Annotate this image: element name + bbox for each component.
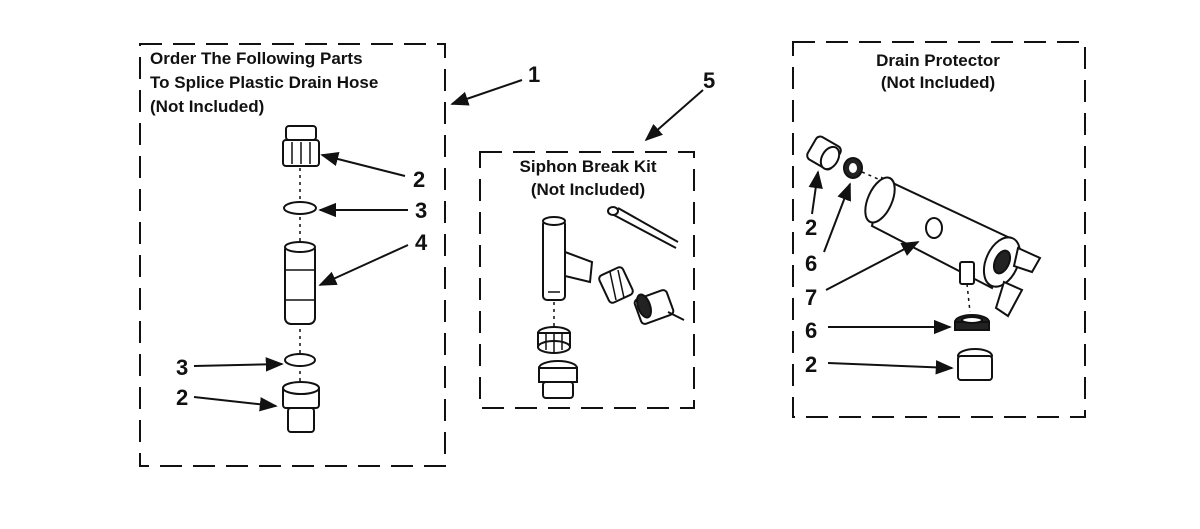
siphon-nut-bottom bbox=[537, 326, 571, 354]
siphon-title-line-1: Siphon Break Kit bbox=[520, 157, 657, 176]
callout-1-arrow bbox=[450, 79, 523, 106]
siphon-nut-right bbox=[598, 266, 634, 304]
splice-fitting-top bbox=[282, 125, 320, 167]
drain-leader-2-top bbox=[808, 170, 823, 215]
splice-leader-2-bottom bbox=[193, 396, 278, 412]
siphon-pin bbox=[607, 206, 679, 249]
callout-5: 5 bbox=[703, 68, 715, 93]
drain-label-6-top: 6 bbox=[805, 251, 817, 276]
splice-leader-4 bbox=[318, 244, 409, 286]
splice-title-line-1: Order The Following Parts bbox=[150, 49, 363, 68]
drain-washer-bottom bbox=[954, 314, 990, 331]
splice-kit-box bbox=[139, 43, 446, 467]
siphon-kit-box bbox=[479, 151, 695, 409]
splice-coupler bbox=[284, 241, 316, 325]
siphon-title-line-2: (Not Included) bbox=[531, 180, 645, 199]
drain-leader-2-bottom bbox=[827, 360, 954, 375]
splice-label-3-bottom: 3 bbox=[176, 355, 188, 380]
drain-axis-bottom bbox=[966, 283, 971, 313]
drain-protector-box bbox=[792, 41, 1086, 418]
siphon-fitting-bottom bbox=[538, 360, 578, 399]
splice-leader-3-bottom bbox=[193, 357, 284, 372]
drain-title-line-2: (Not Included) bbox=[881, 73, 995, 92]
drain-label-2-bottom: 2 bbox=[805, 352, 817, 377]
drain-leader-6-top bbox=[823, 182, 851, 253]
siphon-tee-pipe bbox=[542, 216, 594, 301]
siphon-fitting-right bbox=[633, 289, 685, 325]
drain-label-2-top: 2 bbox=[805, 215, 817, 240]
drain-leader-7 bbox=[825, 241, 920, 291]
splice-clamp-ring-top bbox=[283, 201, 317, 215]
splice-leader-2-top bbox=[320, 151, 406, 177]
drain-title-line-1: Drain Protector bbox=[876, 51, 1000, 70]
callout-5-arrow bbox=[644, 89, 704, 142]
drain-protector-body bbox=[864, 176, 1042, 318]
drain-label-6-bottom: 6 bbox=[805, 318, 817, 343]
splice-fitting-bottom bbox=[282, 381, 320, 433]
splice-label-2-bottom: 2 bbox=[176, 385, 188, 410]
drain-fitting-top bbox=[806, 135, 842, 171]
drain-washer-top-hole bbox=[849, 163, 857, 173]
splice-title-line-3: (Not Included) bbox=[150, 97, 264, 116]
drain-label-7: 7 bbox=[805, 285, 817, 310]
drain-fitting-bottom bbox=[957, 348, 993, 381]
splice-clamp-ring-bottom bbox=[284, 353, 316, 367]
splice-label-2-top: 2 bbox=[413, 167, 425, 192]
callout-1: 1 bbox=[528, 62, 540, 87]
splice-label-3-top: 3 bbox=[415, 198, 427, 223]
splice-label-4: 4 bbox=[415, 230, 428, 255]
splice-title-line-2: To Splice Plastic Drain Hose bbox=[150, 73, 378, 92]
